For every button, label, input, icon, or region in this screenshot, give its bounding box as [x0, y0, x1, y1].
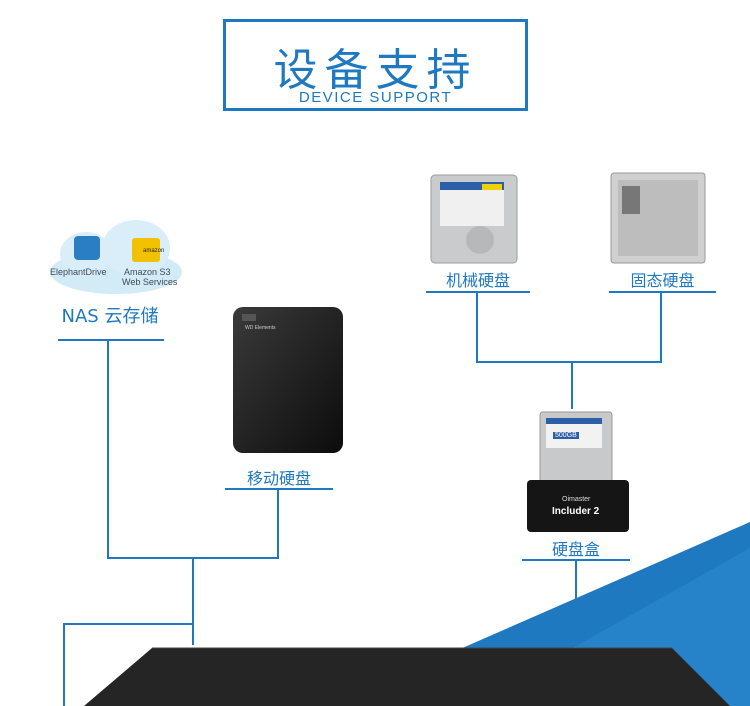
dock-model: Includer 2 — [552, 506, 600, 517]
dock-label: 硬盘盒 — [551, 540, 600, 559]
mechanical-hdd-label: 机械硬盘 — [445, 271, 510, 290]
title-box: 设备支持 DEVICE SUPPORT — [223, 19, 528, 111]
nas-label: NAS 云存储 — [61, 306, 159, 327]
ssd-image — [610, 172, 706, 264]
elephantdrive-label: ElephantDrive — [50, 267, 107, 277]
mechanical-hdd-image — [430, 174, 518, 264]
portable-drive-label: 移动硬盘 — [246, 469, 311, 488]
portable-drive-image — [233, 307, 343, 453]
amazon-s3-label: Amazon S3 — [124, 267, 171, 277]
web-services-label: Web Services — [122, 277, 178, 287]
ssd-label: 固态硬盘 — [630, 271, 695, 290]
docking-station-image — [527, 411, 629, 532]
page-subtitle: DEVICE SUPPORT — [298, 89, 453, 106]
cloud-storage-icon: amazon — [50, 220, 182, 294]
portable-drive-brand: WD Elements — [245, 325, 276, 331]
dock-capacity: 500GB — [553, 432, 579, 439]
page-title: 设备支持 — [273, 45, 478, 96]
dock-brand: Oimaster — [562, 496, 591, 503]
svg-text:amazon: amazon — [143, 248, 164, 254]
